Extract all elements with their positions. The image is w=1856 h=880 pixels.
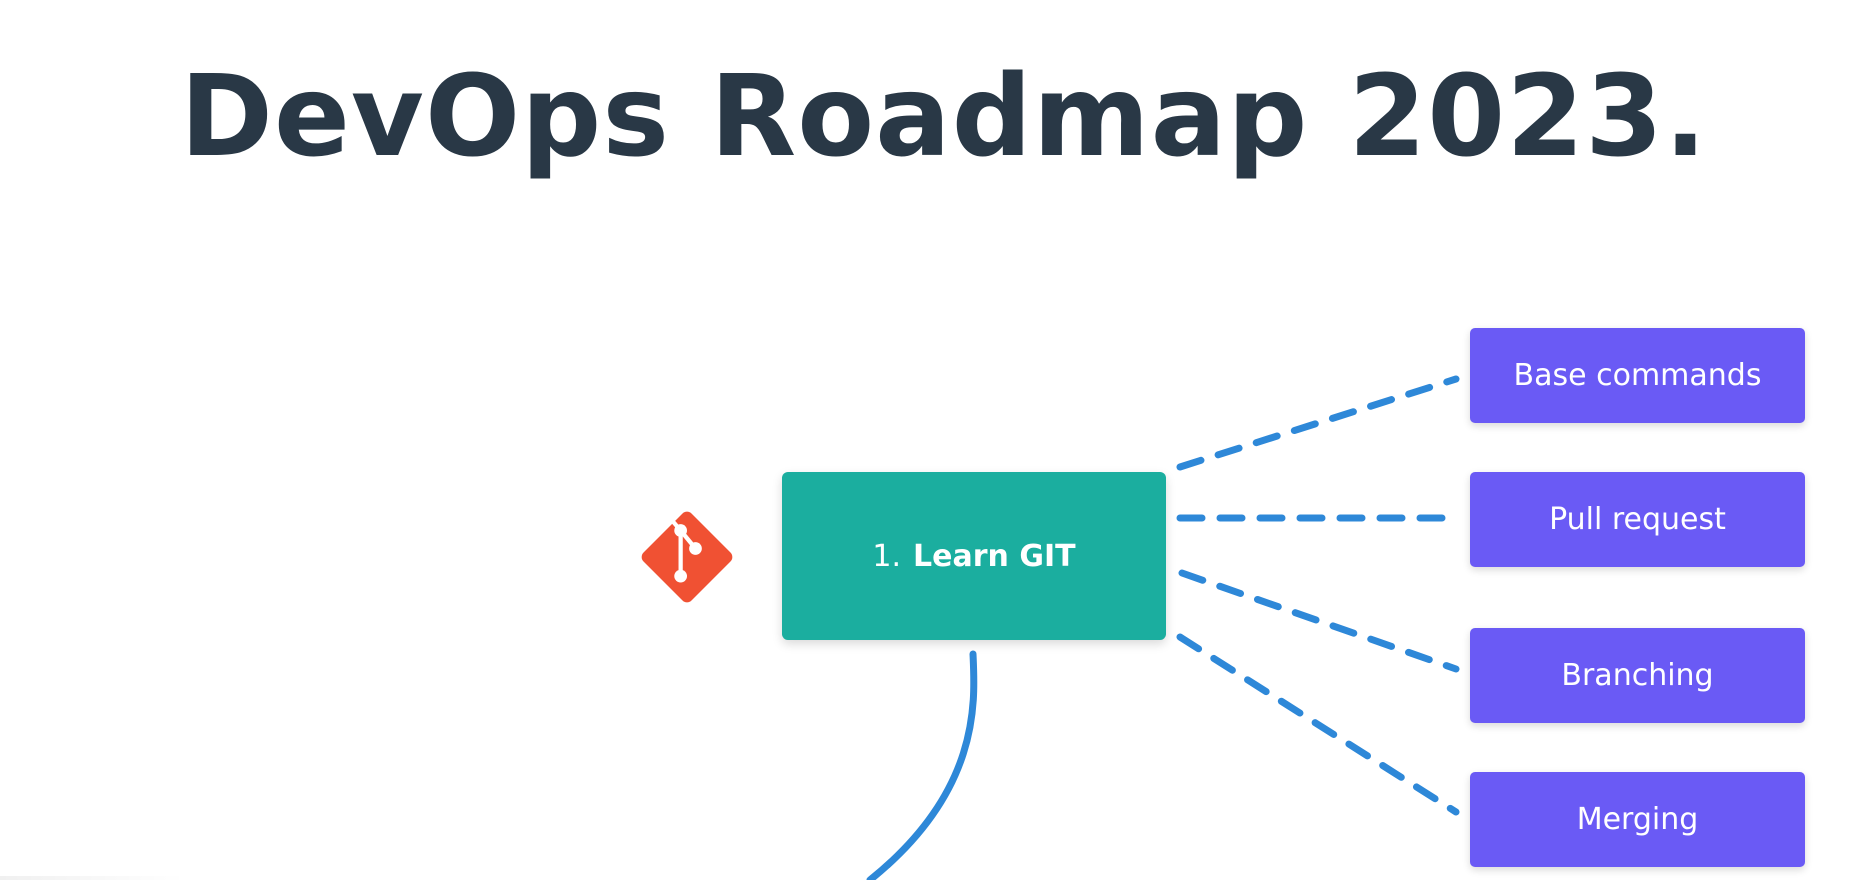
node-merging[interactable]: Merging — [1470, 772, 1805, 867]
bottom-edge-shadow — [0, 876, 185, 880]
learn-git-node[interactable]: 1. Learn GIT — [782, 472, 1166, 640]
connector-merging — [1176, 633, 1460, 816]
git-icon — [641, 511, 733, 603]
connector-branching — [1178, 569, 1460, 673]
step-label: Learn GIT — [913, 538, 1076, 574]
node-branching[interactable]: Branching — [1470, 628, 1805, 723]
step-number: 1. — [872, 538, 902, 574]
connector-base-commands — [1176, 375, 1460, 471]
page-title: DevOps Roadmap 2023. — [180, 52, 1708, 182]
node-pull-request[interactable]: Pull request — [1470, 472, 1805, 567]
node-base-commands[interactable]: Base commands — [1470, 328, 1805, 423]
connector-next-step — [866, 650, 978, 880]
